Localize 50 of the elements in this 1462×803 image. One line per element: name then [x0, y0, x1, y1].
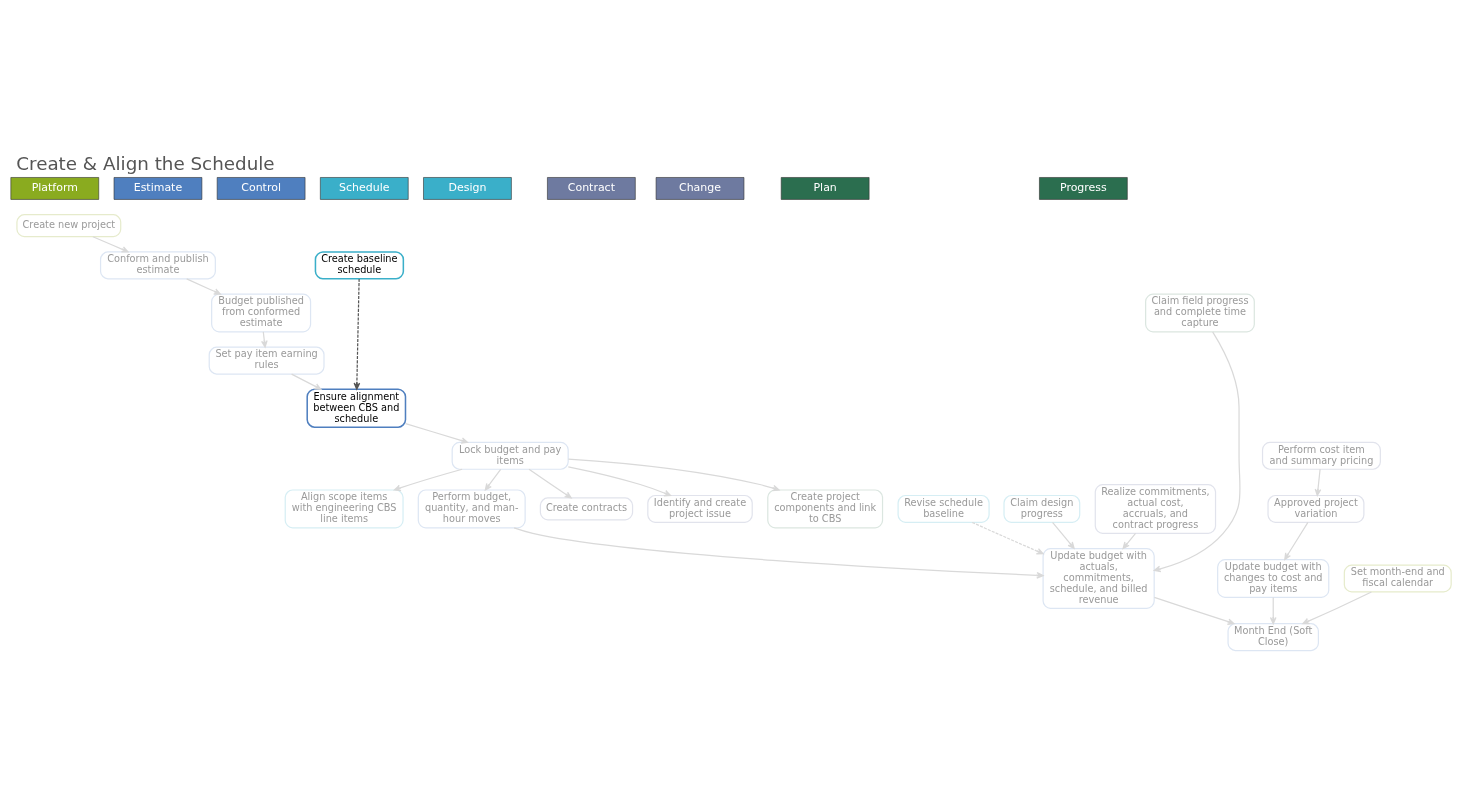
node-box: Contract [547, 177, 636, 200]
arrow [567, 466, 672, 497]
arrow [186, 278, 221, 295]
node-box: Schedule [320, 177, 409, 200]
node-box: Progress [1039, 177, 1128, 200]
arrow [484, 468, 502, 491]
node-box: Platform [10, 177, 100, 200]
arrow [92, 236, 129, 253]
arrow [1269, 596, 1277, 625]
node-box: Lock budget and pay items [451, 441, 569, 470]
node-box: Ensure alignment between CBS and schedule [306, 388, 407, 428]
node-box: Update budget with actuals, commitments, schedule, and billed revenue [1042, 548, 1155, 610]
node-box: Estimate [113, 177, 203, 200]
node-box: Create baseline schedule [314, 251, 405, 280]
node-box: Conform and publish estimate [99, 251, 216, 280]
arrow [567, 458, 780, 492]
node-box: Change [655, 177, 745, 200]
node-box: Create project components and link to CBS [767, 489, 884, 529]
arrow [1122, 532, 1137, 550]
node-box: Create new project [16, 214, 122, 238]
arrow [393, 468, 463, 492]
arrow [1051, 521, 1075, 549]
arrow [1153, 596, 1235, 625]
node-box: Perform cost item and summary pricing [1261, 441, 1381, 470]
node-box: Control [216, 177, 306, 200]
arrow [1284, 521, 1309, 561]
node-box: Set pay item earning rules [208, 346, 325, 375]
arrow [405, 423, 469, 444]
node-box: Update budget with changes to cost and pay items [1217, 559, 1330, 599]
arrow [1153, 331, 1241, 573]
node-box: Align scope items with engineering CBS line items [284, 489, 404, 529]
node-box: Month End (Soft Close) [1227, 623, 1319, 652]
node-box: Budget published from conformed estimate [211, 293, 312, 333]
arrow [353, 278, 361, 390]
node-box: Create contracts [539, 497, 634, 521]
node-box: Revise schedule baseline [897, 494, 990, 523]
diagram-title: Create & Align the Schedule [16, 152, 275, 174]
node-box: Claim design progress [1003, 494, 1081, 523]
node-box: Design [423, 177, 512, 200]
node-box: Identify and create project issue [647, 494, 753, 523]
node-box: Realize commitments, actual cost, accruals, and contract progress [1094, 483, 1217, 534]
arrow [291, 373, 322, 390]
node-box: Claim field progress and complete time capture [1145, 293, 1255, 333]
arrow [261, 331, 268, 348]
arrow [528, 468, 572, 499]
node-box: Approved project variation [1267, 494, 1365, 523]
node-box: Set month-end and fiscal calendar [1343, 564, 1452, 593]
node-box: Plan [780, 177, 870, 200]
arrow [1314, 468, 1322, 497]
node-box: Perform budget, quantity, and man-hour moves [417, 489, 526, 529]
